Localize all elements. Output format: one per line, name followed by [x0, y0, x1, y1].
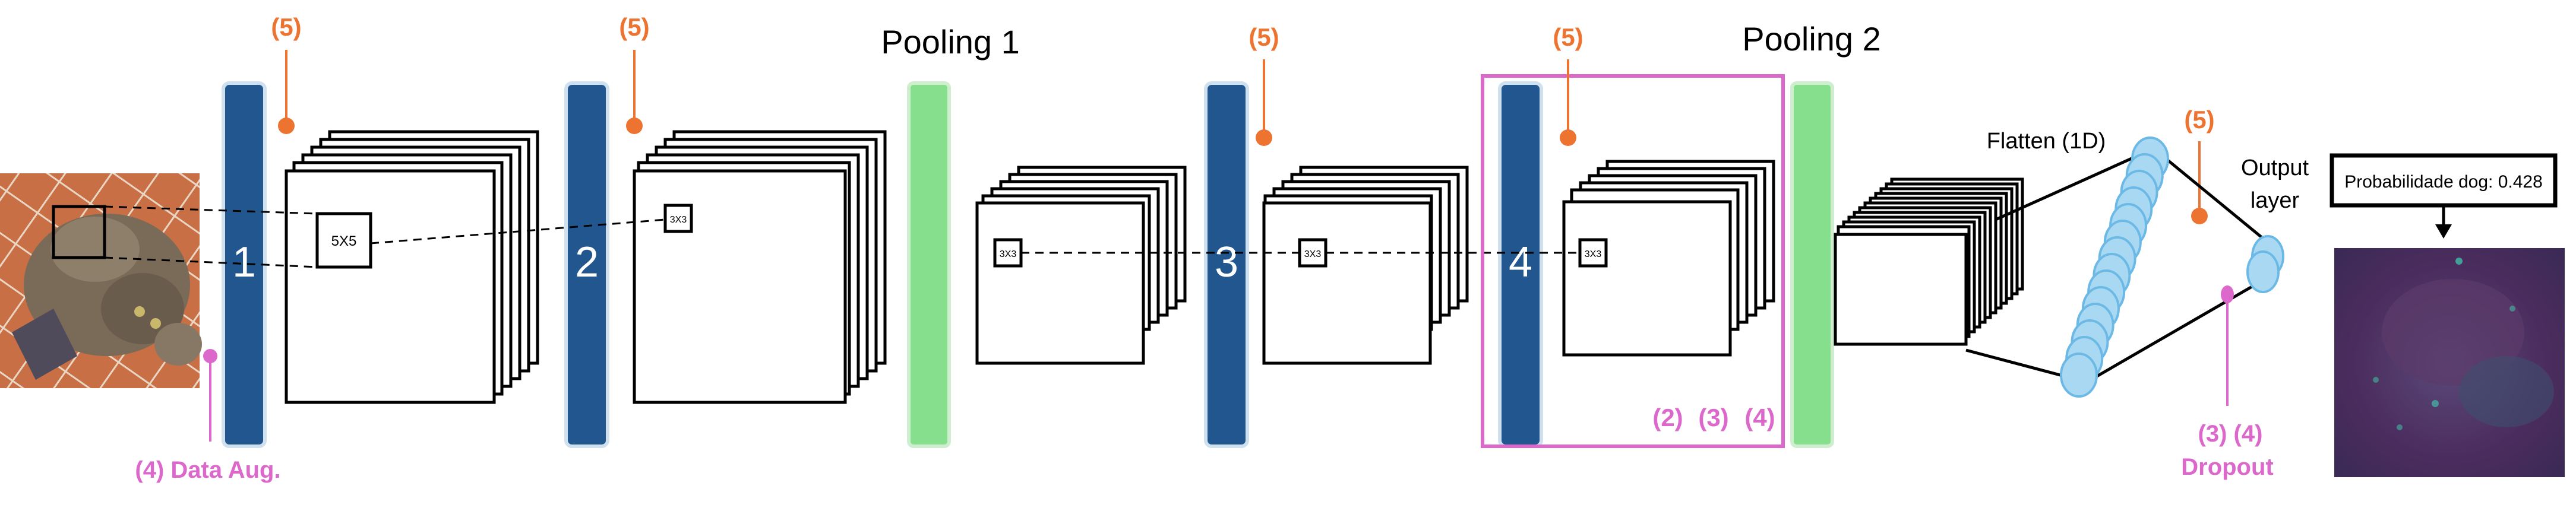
svg-text:3X3: 3X3 — [1304, 249, 1322, 259]
heatmap-image — [2334, 248, 2565, 477]
conv-label-3: 3 — [1215, 239, 1238, 286]
dropout-label: Dropout — [2181, 454, 2274, 480]
svg-text:3X3: 3X3 — [1000, 249, 1017, 259]
flatten-label: Flatten (1D) — [1987, 129, 2106, 154]
dropout-marker: (3) (4) Dropout — [2181, 285, 2274, 480]
conv-bar-2: 2 — [564, 81, 609, 448]
svg-text:3X3: 3X3 — [670, 215, 687, 225]
conv-bar-4: 4 — [1498, 81, 1543, 448]
svg-text:(5): (5) — [1553, 23, 1583, 51]
kernel-3x3-c: 3X3 — [1298, 238, 1327, 268]
feature-maps-3 — [975, 166, 1187, 365]
conv-bar-3: 3 — [1204, 81, 1249, 448]
svg-text:3X3: 3X3 — [1585, 249, 1602, 259]
conv-bar-1: 1 — [222, 81, 267, 448]
conv-block-box: (2) (3) (4) — [1481, 74, 1785, 448]
svg-text:(5): (5) — [1249, 23, 1279, 51]
data-aug-marker: (4) Data Aug. — [135, 349, 281, 483]
pooling-2-label: Pooling 2 — [1742, 20, 1881, 58]
block-label-3: (3) — [1698, 404, 1728, 431]
conv-label-4: 4 — [1509, 239, 1532, 286]
feature-maps-2 — [633, 130, 887, 404]
output-label-line2: layer — [2251, 188, 2300, 213]
svg-text:5X5: 5X5 — [331, 233, 357, 249]
probability-text: Probabilidade dog: 0.428 — [2344, 172, 2543, 192]
feature-maps-4 — [1262, 166, 1469, 365]
marker-5-b: (5) — [619, 13, 650, 134]
kernel-5x5: 5X5 — [315, 212, 372, 269]
flatten-stack — [1834, 177, 2024, 346]
neuron — [2060, 353, 2098, 398]
kernel-3x3-d: 3X3 — [1578, 238, 1608, 268]
marker-5-c: (5) — [1249, 23, 1279, 146]
marker-5-e: (5) — [2184, 106, 2215, 224]
kernel-3x3-a: 3X3 — [663, 204, 693, 233]
pool-bar-2 — [1790, 81, 1834, 448]
conv-label-2: 2 — [575, 239, 599, 286]
pooling-1-label: Pooling 1 — [881, 23, 1020, 61]
dashed-connectors — [104, 205, 1580, 268]
kernel-3x3-b: 3X3 — [993, 238, 1023, 268]
data-aug-label: (4) Data Aug. — [135, 457, 280, 483]
dropout-numbers: (3) (4) — [2198, 421, 2263, 447]
marker-5-d: (5) — [1553, 23, 1583, 146]
probability-box: Probabilidade dog: 0.428 — [2330, 153, 2558, 208]
feature-maps-5 — [1562, 160, 1775, 357]
svg-text:(5): (5) — [619, 13, 649, 41]
down-arrow-icon — [2435, 205, 2452, 239]
marker-5-a: (5) — [271, 13, 302, 134]
svg-text:(5): (5) — [271, 13, 301, 41]
dense-neurons — [2060, 136, 2169, 398]
output-neurons — [2246, 235, 2284, 293]
conv-label-1: 1 — [232, 239, 256, 286]
block-label-4: (4) — [1744, 404, 1775, 431]
block-label-2: (2) — [1652, 404, 1683, 431]
pool-bar-1 — [907, 81, 951, 448]
cat-photo — [0, 173, 202, 388]
svg-text:(5): (5) — [2184, 106, 2214, 134]
output-label-line1: Output — [2241, 155, 2309, 180]
